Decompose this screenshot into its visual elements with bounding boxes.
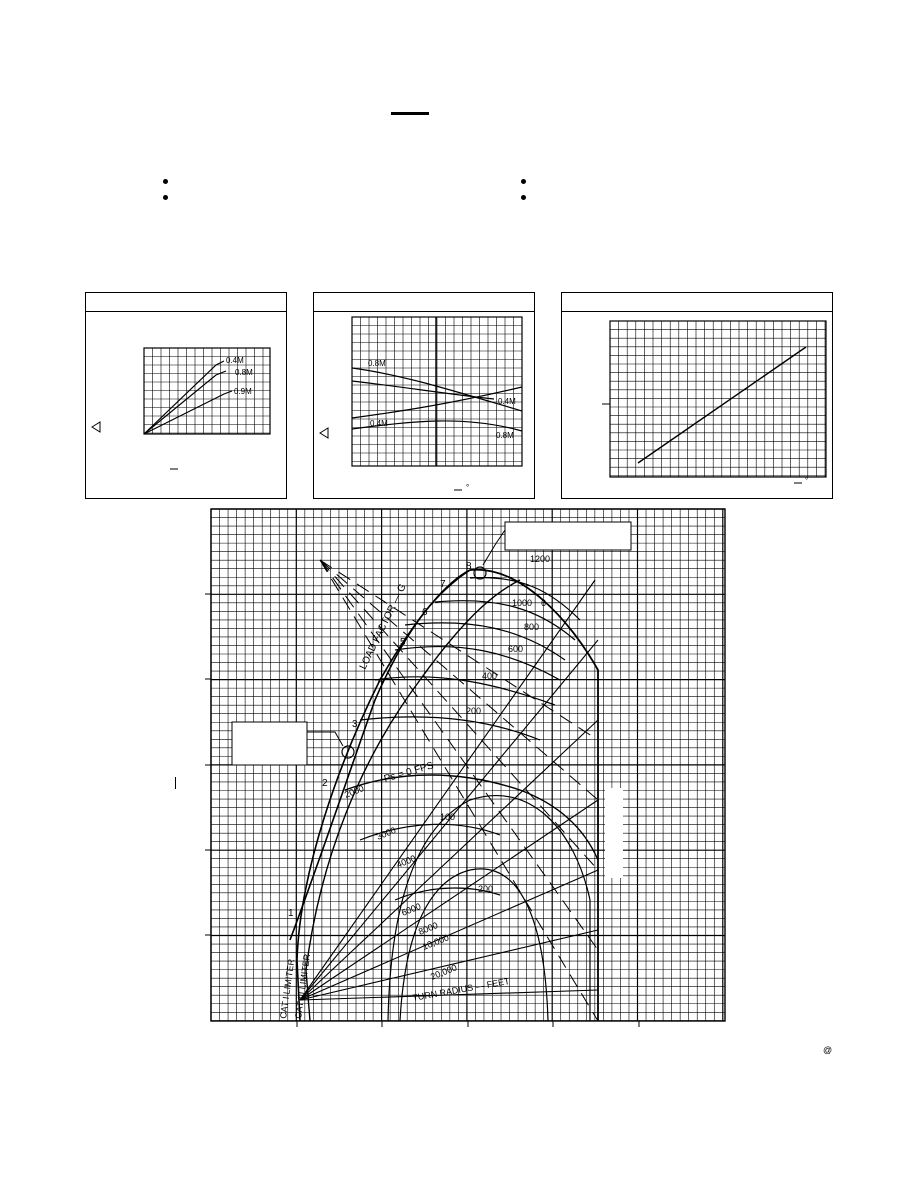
callout-box-right bbox=[605, 788, 623, 878]
turn-radius-label-20,000: 20,000 bbox=[429, 962, 458, 982]
bullet-right-1 bbox=[521, 179, 526, 184]
p3-frame bbox=[609, 320, 827, 478]
panel-lift-curve: 0.4M 0.8M 0.9M bbox=[85, 292, 287, 499]
bullet-left-2 bbox=[163, 195, 168, 200]
footer-mark: @ bbox=[823, 1045, 833, 1055]
turn-radius-label-8000: 8000 bbox=[417, 920, 439, 937]
ps-contour-200 bbox=[359, 716, 541, 741]
envelope-inner-b bbox=[399, 868, 549, 1022]
load-factor-4: 4 bbox=[378, 675, 384, 686]
dashed-guide-line bbox=[319, 559, 599, 871]
turn-radius-line-10,000 bbox=[299, 929, 599, 1001]
load-factor-curve bbox=[289, 569, 471, 941]
p1-curve-0.9m bbox=[143, 390, 233, 435]
panel-moment-curve: 0.8M 0.4M 0.4M 0.8M ° bbox=[313, 292, 535, 499]
aux-label-6: 6 bbox=[541, 598, 546, 608]
turn-radius-line-6000 bbox=[299, 799, 599, 1001]
p2-label-0.4m-b: 0.4M bbox=[370, 419, 388, 428]
turn-radius-line-4000 bbox=[299, 719, 599, 1001]
p1-label-0.9m: 0.9M bbox=[234, 387, 252, 396]
p2-label-0.8m-b: 0.8M bbox=[496, 431, 514, 440]
turn-radius-line-3000 bbox=[299, 639, 599, 1001]
load-factor-1: 1 bbox=[288, 908, 294, 919]
panel-header bbox=[314, 293, 534, 312]
callout-circle-left bbox=[341, 745, 355, 759]
envelope-outer bbox=[469, 568, 599, 1021]
p3-linear-curve bbox=[637, 346, 807, 464]
p1-delta-symbol bbox=[91, 421, 101, 433]
ps-label-lower-200: 200 bbox=[478, 884, 493, 894]
ps-contour-zero bbox=[344, 774, 599, 861]
dashed-guide-line bbox=[319, 559, 599, 951]
ps-label-400: 400 bbox=[482, 671, 497, 681]
p2-label-0.8m-a: 0.8M bbox=[368, 359, 386, 368]
p2-delta-symbol bbox=[319, 427, 329, 439]
panel-header bbox=[562, 293, 832, 312]
load-factor-7: 7 bbox=[440, 579, 446, 590]
bullet-left-1 bbox=[163, 179, 168, 184]
turn-radius-line-2000 bbox=[299, 579, 596, 1001]
callout-box-left bbox=[231, 721, 308, 766]
ps-contour-400 bbox=[374, 676, 556, 706]
panel-1-plot: 0.4M 0.8M 0.9M bbox=[91, 347, 271, 470]
load-factor-6: 6 bbox=[422, 607, 428, 618]
p1-label-0.8m: 0.8M bbox=[235, 368, 253, 377]
p2-frame bbox=[351, 316, 523, 467]
turn-radius-axis-label: TURN RADIUS — FEET bbox=[412, 976, 511, 1003]
load-factor-8: 8 bbox=[466, 561, 472, 572]
ps-label-600: 600 bbox=[508, 644, 523, 654]
panel-3-plot: ° bbox=[602, 320, 827, 485]
p2-label-0.4m-a: 0.4M bbox=[498, 397, 516, 406]
ps-contour-lower-200 bbox=[394, 887, 501, 901]
ps-contour-800 bbox=[404, 622, 566, 661]
p2-curve-0.4m-upper bbox=[351, 380, 495, 400]
turn-radius-label-2000: 2000 bbox=[343, 783, 365, 800]
callout-circle-top bbox=[473, 566, 487, 580]
title-underline bbox=[391, 112, 429, 115]
load-factor-3: 3 bbox=[352, 719, 358, 730]
ps-contour-600 bbox=[394, 645, 561, 681]
envelope-inner-a bbox=[387, 795, 591, 1022]
p1-curve-0.4m bbox=[143, 360, 225, 435]
turn-radius-line-8000 bbox=[299, 869, 599, 1001]
ps-contour-1000 bbox=[434, 600, 576, 641]
p2-curve-0.8m-upper bbox=[351, 367, 523, 412]
y-axis-label-mark bbox=[175, 777, 176, 789]
bullet-right-2 bbox=[521, 195, 526, 200]
dashed-guide-line bbox=[319, 559, 599, 741]
p1-label-0.4m: 0.4M bbox=[226, 356, 244, 365]
panel-header bbox=[86, 293, 286, 312]
callout-box-top bbox=[504, 521, 632, 551]
callout-leader-top bbox=[482, 529, 506, 566]
turn-radius-line-20,000 bbox=[299, 989, 599, 1001]
limiter-boundary-cat-iii bbox=[305, 579, 521, 1022]
panel-2-plot: 0.8M 0.4M 0.4M 0.8M ° bbox=[319, 316, 523, 492]
ps-zero-label: Ps = 0 FPS bbox=[383, 760, 435, 785]
panel-linear-curve: ° bbox=[561, 292, 833, 499]
p1-frame bbox=[143, 347, 271, 435]
p1-curve-0.8m bbox=[143, 370, 227, 435]
p2-degree-mark: ° bbox=[466, 483, 469, 492]
ps-label-lower-100: 100 bbox=[440, 812, 455, 822]
ps-contour-1200 bbox=[469, 577, 581, 621]
load-factor-label: LOAD FACTOR — G bbox=[358, 582, 409, 671]
ps-contour-lower-100 bbox=[359, 823, 501, 841]
p3-degree-mark: ° bbox=[805, 476, 808, 485]
load-factor-5: 5 bbox=[400, 637, 406, 648]
dashed-guide-line bbox=[319, 559, 599, 801]
p2-curve-0.4m-lower bbox=[351, 386, 523, 419]
ps-label-1200: 1200 bbox=[530, 554, 550, 564]
ps-label-1000: 1000 bbox=[512, 598, 532, 608]
turn-radius-label-3000: 3000 bbox=[375, 825, 397, 842]
ps-label-800: 800 bbox=[524, 622, 539, 632]
callout-leader-left bbox=[307, 731, 344, 747]
load-factor-2: 2 bbox=[322, 778, 328, 789]
ps-label-200: 200 bbox=[466, 706, 481, 716]
dashed-guide-line bbox=[319, 559, 599, 1022]
p2-curve-0.8m-lower bbox=[351, 420, 523, 432]
